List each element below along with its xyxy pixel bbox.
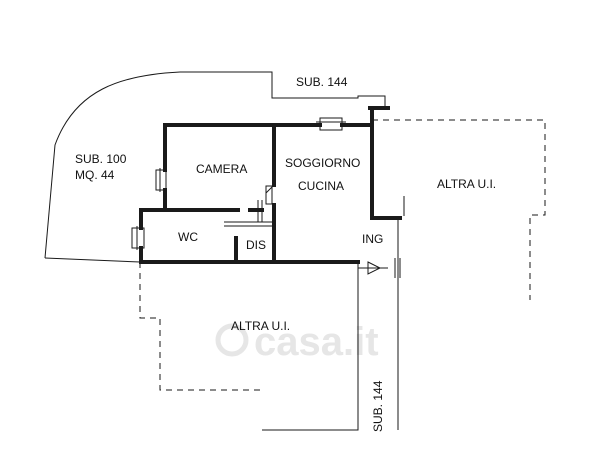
label-dis: DIS <box>246 238 266 252</box>
label-sub100-area: MQ. 44 <box>75 168 115 182</box>
label-altra-ui-bottom: ALTRA U.I. <box>231 319 290 333</box>
watermark-logo-ring <box>215 323 249 357</box>
sub100-bottom-edge <box>44 257 141 263</box>
entrance-corridor <box>262 196 405 431</box>
label-cucina: CUCINA <box>298 179 344 193</box>
label-sub100: SUB. 100 <box>75 152 127 166</box>
exterior-walls <box>139 106 402 264</box>
label-soggiorno: SOGGIORNO <box>285 156 360 170</box>
label-sub144-vertical: SUB. 144 <box>371 380 385 432</box>
label-ing: ING <box>362 232 383 246</box>
label-sub144-top: SUB. 144 <box>296 75 348 89</box>
label-wc: WC <box>178 230 198 244</box>
label-altra-ui-right: ALTRA U.I. <box>437 177 496 191</box>
room-labels: SUB. 144 SUB. 100 MQ. 44 CAMERA SOGGIORN… <box>75 75 496 432</box>
label-camera: CAMERA <box>196 162 247 176</box>
interior-walls <box>163 123 276 264</box>
adjacent-unit-boundaries <box>139 119 546 391</box>
windows <box>131 117 346 250</box>
sub100-outline <box>44 71 386 259</box>
doors <box>257 184 275 222</box>
